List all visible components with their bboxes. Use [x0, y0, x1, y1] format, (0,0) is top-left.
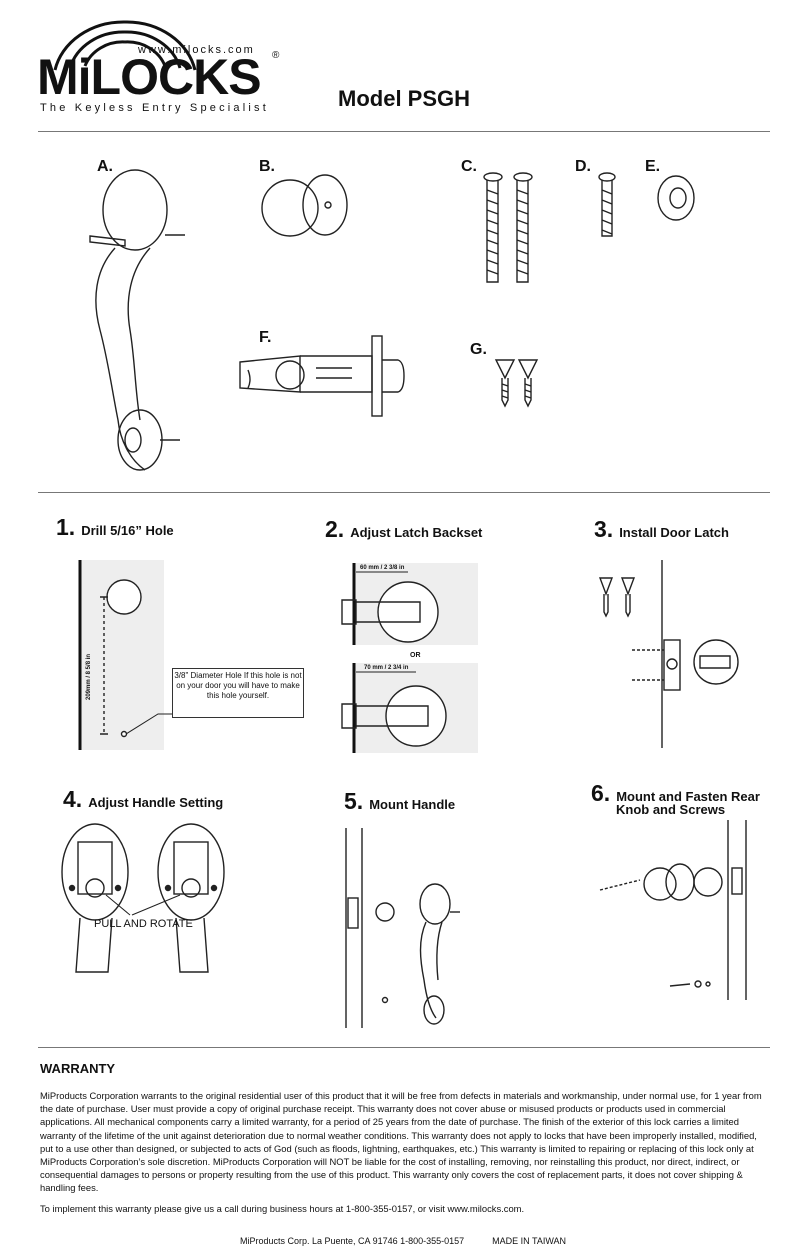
step-text: Adjust Handle Setting	[88, 795, 224, 810]
part-g-screws-illustration	[494, 359, 539, 408]
step-6-title-line-2: Knob and Screws	[616, 802, 726, 817]
part-a-handle-illustration	[89, 169, 185, 471]
backset-60: 60 mm / 2 3/8 in	[360, 565, 405, 571]
step-text: Adjust Latch Backset	[350, 525, 483, 540]
part-label-c: C.	[461, 158, 477, 175]
hole-note: 3/8" Diameter Hole If this hole is not o…	[172, 668, 304, 718]
page-title: Model PSGH	[338, 86, 471, 111]
step-6-title: 6. Mount and Fasten Rear	[591, 780, 760, 807]
footer-address: MiProducts Corp. La Puente, CA 91746 1-8…	[240, 1236, 465, 1246]
part-label-a: A.	[97, 158, 113, 175]
warranty-text: MiProducts Corporation warrants to the o…	[40, 1090, 762, 1194]
step-number: 4.	[63, 786, 83, 812]
pull-and-rotate-label: PULL AND ROTATE	[94, 918, 193, 930]
step-number: 6.	[591, 780, 611, 806]
footer-origin: MADE IN TAIWAN	[492, 1236, 566, 1246]
brand-logo: MiLOCKS	[37, 49, 262, 105]
step-2-title: 2. Adjust Latch Backset	[325, 516, 482, 543]
step-5-mount-handle-illustration	[345, 828, 460, 1028]
part-label-e: E.	[645, 158, 661, 175]
part-e-ring-illustration	[657, 175, 695, 221]
logo-signal-icon	[53, 20, 197, 71]
footer: MiProducts Corp. La Puente, CA 91746 1-8…	[240, 1236, 594, 1246]
step-3-title: 3. Install Door Latch	[594, 516, 729, 543]
step-number: 1.	[56, 514, 76, 540]
step-text: Mount and Fasten Rear	[616, 789, 760, 804]
brand-tagline: The Keyless Entry Specialist	[40, 102, 269, 114]
step-1-drill-illustration	[78, 560, 172, 750]
step-5-title: 5. Mount Handle	[344, 788, 455, 815]
step-3-latch-illustration	[598, 560, 739, 748]
drill-dimension: 209mm / 8 5/8 in	[86, 653, 92, 700]
step-number: 5.	[344, 788, 364, 814]
step-4-handle-setting-illustration	[61, 823, 225, 973]
part-label-f: F.	[259, 329, 272, 346]
divider	[38, 1047, 770, 1048]
step-6-rear-knob-illustration	[599, 820, 747, 1000]
step-1-title: 1. Drill 5/16” Hole	[56, 514, 174, 541]
step-4-title: 4. Adjust Handle Setting	[63, 786, 223, 813]
step-2-backset-illustration	[341, 563, 478, 753]
step-number: 2.	[325, 516, 345, 542]
step-text: Mount Handle	[369, 797, 456, 812]
step-number: 3.	[594, 516, 614, 542]
part-b-knob-illustration	[261, 174, 348, 237]
part-label-g: G.	[470, 341, 487, 358]
brand-url: www.milocks.com	[138, 44, 255, 56]
registered-mark: ®	[272, 50, 280, 61]
part-c-screws-illustration	[483, 172, 533, 283]
divider	[38, 492, 770, 493]
warranty-contact: To implement this warranty please give u…	[40, 1203, 525, 1214]
part-label-b: B.	[259, 158, 275, 175]
backset-70: 70 mm / 2 3/4 in	[364, 665, 409, 671]
step-text: Install Door Latch	[619, 525, 729, 540]
step-text: Drill 5/16” Hole	[81, 523, 174, 538]
warranty-heading: WARRANTY	[40, 1061, 116, 1076]
part-label-d: D.	[575, 158, 591, 175]
part-f-latch-illustration	[239, 335, 405, 417]
backset-or: OR	[410, 652, 421, 659]
part-d-screw-illustration	[598, 172, 616, 237]
divider	[38, 131, 770, 132]
